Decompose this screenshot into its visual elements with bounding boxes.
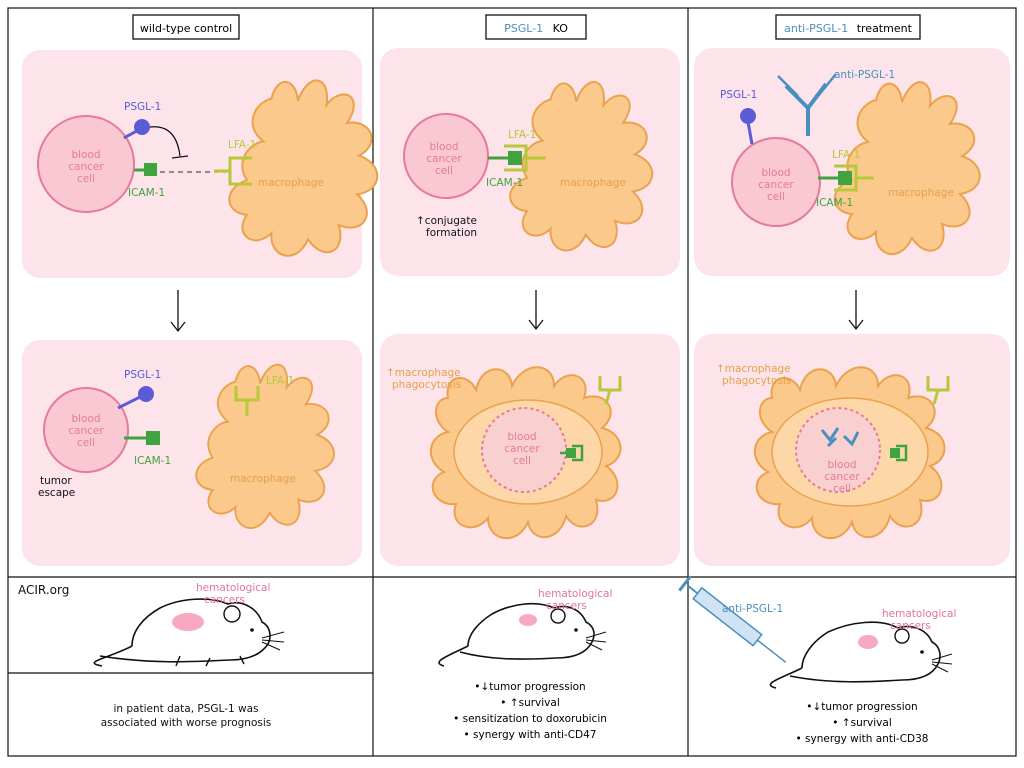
psgl1-receptor [138,386,154,402]
icam1-ligand [144,163,157,176]
svg-text:PSGL-1: PSGL-1 [124,101,161,113]
svg-text:wild-type control: wild-type control [140,22,232,35]
svg-text:macrophage: macrophage [888,187,954,199]
control-top-interaction: blood cancer cell PSGL-1 ICAM-1 LFA-1 ma… [37,79,379,257]
svg-text:LFA-1: LFA-1 [508,129,536,141]
svg-text:LFA-1: LFA-1 [266,375,294,387]
svg-text:blood: blood [761,167,790,179]
svg-text:cancers: cancers [204,594,245,606]
ko-top-interaction: blood cancer cell LFA-1 ICAM-1 macrophag… [403,81,654,252]
svg-text:• ↑survival: • ↑survival [500,697,559,709]
ko-outcomes: •↓tumor progression • ↑survival • sensit… [453,681,607,741]
svg-text:PSGL-1: PSGL-1 [720,89,757,101]
panel-frames [7,7,1017,757]
mouse-ko [438,602,607,667]
svg-text:tumor: tumor [40,475,72,487]
svg-text:phagocytosis: phagocytosis [392,379,461,391]
svg-text:↑macrophage: ↑macrophage [386,367,461,379]
svg-text:cell: cell [435,165,453,177]
arrow-anti [848,290,864,331]
svg-text:macrophage: macrophage [560,177,626,189]
mouse-anti [769,621,953,689]
svg-text:↑conjugate: ↑conjugate [416,215,477,227]
svg-text:PSGL-1: PSGL-1 [124,369,161,381]
anti-bottom-phagocytosis: blood cancer cell ↑macrophage phagocytos… [716,363,950,540]
psgl1-receptor [740,108,756,124]
antibody-fragments [820,427,860,448]
mouse-control [93,598,285,667]
arrow-control [170,290,186,333]
control-note-1: in patient data, PSGL-1 was [113,703,258,715]
blood-cancer-cell [731,137,821,227]
svg-text:• sensitization to doxorubicin: • sensitization to doxorubicin [453,713,607,725]
svg-text:hematological: hematological [538,588,612,600]
control-note-2: associated with worse prognosis [101,717,272,729]
svg-text:blood: blood [71,149,100,161]
icam1-ligand [146,431,160,445]
tumor-site [858,635,878,649]
svg-text:PSGL-1 KO: PSGL-1 KO [504,22,568,35]
svg-text:macrophage: macrophage [230,473,296,485]
psgl1-receptor [134,119,150,135]
svg-text:blood: blood [429,141,458,153]
control-bottom-escape: blood cancer cell PSGL-1 ICAM-1 LFA-1 ma… [38,363,335,529]
engulfed-cancer-cell [795,407,881,493]
svg-text:cell: cell [77,173,95,185]
svg-text:LFA-1: LFA-1 [832,149,860,161]
title-anti: anti-PSGL-1 treatment [775,14,921,40]
svg-text:anti-PSGL-1: anti-PSGL-1 [722,603,783,615]
icam1-ligand [508,151,522,165]
svg-text:cell: cell [767,191,785,203]
svg-text:• synergy with anti-CD38: • synergy with anti-CD38 [796,733,929,745]
svg-text:ICAM-1: ICAM-1 [134,455,171,467]
svg-text:anti-PSGL-1 treatment: anti-PSGL-1 treatment [784,22,912,35]
anti-outcomes: •↓tumor progression • ↑survival • synerg… [796,701,929,745]
svg-text:formation: formation [426,227,477,239]
blood-cancer-cell [403,113,489,199]
icam1-ligand [838,171,852,185]
svg-text:hematological: hematological [882,608,956,620]
title-ko: PSGL-1 KO [485,14,587,40]
svg-text:• synergy with anti-CD47: • synergy with anti-CD47 [464,729,597,741]
svg-text:cancer: cancer [504,443,540,455]
syringe [678,575,787,663]
svg-text:cancer: cancer [426,153,462,165]
svg-text:escape: escape [38,487,75,499]
tumor-site [519,614,537,626]
title-control: wild-type control [132,14,240,40]
svg-text:ICAM-1: ICAM-1 [128,187,165,199]
svg-text:blood: blood [71,413,100,425]
svg-text:cell: cell [513,455,531,467]
svg-text:phagocytosis: phagocytosis [722,375,791,387]
svg-text:cancers: cancers [890,620,931,632]
svg-text:blood: blood [827,459,856,471]
ko-bottom-phagocytosis: blood cancer cell ↑macrophage phagocytos… [386,366,622,540]
svg-text:cancer: cancer [758,179,794,191]
svg-text:cancer: cancer [68,425,104,437]
svg-text:ICAM-1: ICAM-1 [816,197,853,209]
svg-text:cell: cell [77,437,95,449]
svg-text:cancer: cancer [68,161,104,173]
svg-text:• ↑survival: • ↑survival [832,717,891,729]
svg-text:↑macrophage: ↑macrophage [716,363,791,375]
svg-text:macrophage: macrophage [258,177,324,189]
blood-cancer-cell [37,115,135,213]
antibody [777,73,837,136]
source-credit: ACIR.org [18,583,69,597]
svg-text:LFA-1: LFA-1 [228,139,256,151]
svg-text:cancer: cancer [824,471,860,483]
svg-text:cell: cell [833,483,851,495]
svg-text:anti-PSGL-1: anti-PSGL-1 [834,69,895,81]
anti-top-interaction: blood cancer cell PSGL-1 anti-PSGL-1 LFA… [720,69,981,256]
svg-text:ICAM-1: ICAM-1 [486,177,523,189]
svg-text:•↓tumor progression: •↓tumor progression [474,681,585,693]
svg-text:cancers: cancers [546,600,587,612]
svg-text:blood: blood [507,431,536,443]
svg-text:•↓tumor progression: •↓tumor progression [806,701,917,713]
svg-text:hematological: hematological [196,582,270,594]
tumor-site [172,613,204,631]
blood-cancer-cell [43,387,129,473]
arrow-ko [528,290,544,331]
